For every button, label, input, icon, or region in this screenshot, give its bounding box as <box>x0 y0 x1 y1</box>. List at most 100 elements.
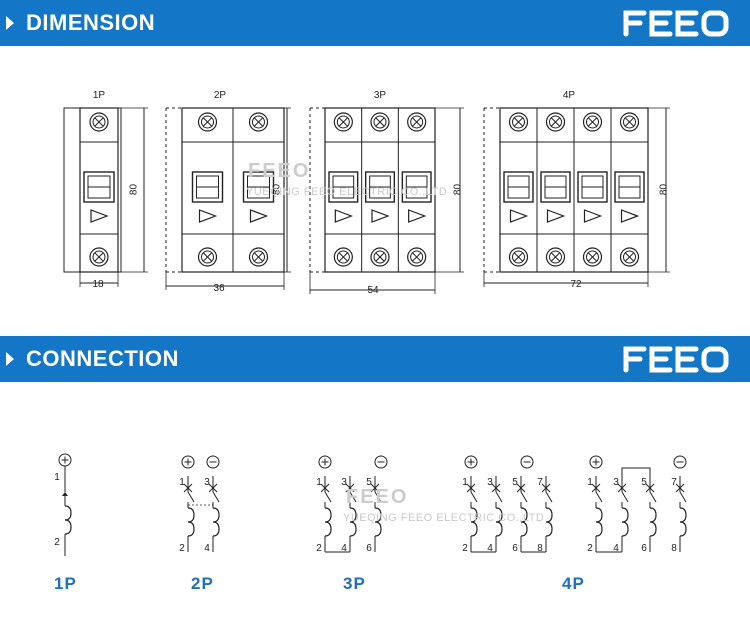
terminal-number-bottom: 8 <box>537 543 543 554</box>
minus-icon <box>206 455 220 469</box>
indicator-triangle <box>620 209 640 223</box>
trip-element <box>374 507 382 537</box>
terminal-number-top: 1 <box>179 477 185 488</box>
connection-label-2p: 2P <box>191 574 214 593</box>
contact-cross <box>345 483 355 493</box>
terminal-screw-top <box>248 112 269 132</box>
switch-lever <box>470 491 478 503</box>
watermark-logo: FEEO <box>248 160 311 182</box>
trip-element <box>545 507 553 537</box>
terminal-screw-bottom <box>333 247 353 267</box>
terminal-screw-bottom-slot2 <box>203 252 212 262</box>
switch-lever <box>187 491 195 503</box>
contact-cross <box>591 483 601 493</box>
trip-element <box>470 507 478 537</box>
breaker-body <box>79 107 119 273</box>
terminal-screw-bottom-slot2 <box>551 252 560 262</box>
pole-label-1p: 1P <box>92 90 106 101</box>
terminal-screw-bottom-inner <box>623 250 636 264</box>
indicator-triangle <box>249 209 269 223</box>
terminal-number-bottom: 4 <box>613 543 619 554</box>
connection-label-3p: 3P <box>343 574 366 593</box>
terminal-number-bottom: 4 <box>341 543 347 554</box>
terminal-number-top: 5 <box>641 477 647 488</box>
minus-icon <box>520 455 534 469</box>
terminal-screw-bottom-inner <box>586 250 599 264</box>
terminal-screw-top <box>508 112 529 132</box>
trip-element <box>495 507 503 537</box>
indicator-triangle <box>583 209 603 223</box>
series-link <box>621 467 651 476</box>
terminal-screw-bottom-slot2 <box>514 252 523 262</box>
toggle-housing <box>577 171 608 203</box>
terminal-screw-top-slot2 <box>625 117 634 127</box>
trip-element <box>595 507 603 537</box>
terminal-screw-bottom <box>197 247 218 267</box>
breaker-3p <box>309 107 464 294</box>
terminal-screw-top-slot2 <box>551 117 560 127</box>
trip-element <box>64 505 72 535</box>
terminal-number-bottom: 2 <box>179 543 185 554</box>
switch-lever <box>679 491 687 503</box>
indicator-triangle <box>509 209 529 223</box>
terminal-screw-top-slot2 <box>375 117 385 127</box>
breaker-body <box>324 107 436 273</box>
plus-icon <box>318 455 332 469</box>
terminal-screw-top-inner <box>512 115 525 129</box>
feeo-logo <box>623 10 729 37</box>
toggle-housing <box>83 171 115 203</box>
terminal-screw-bottom <box>89 247 109 267</box>
toggle-housing <box>364 171 396 203</box>
switch-lever <box>621 491 629 503</box>
terminal-screw-top <box>407 112 427 132</box>
connection-banner: CONNECTION <box>0 336 750 382</box>
plus-icon <box>589 455 603 469</box>
toggle-housing <box>401 171 432 203</box>
terminal-screw-top-inner <box>336 115 350 129</box>
terminal-screw-bottom-inner <box>512 250 525 264</box>
terminal-screw-bottom-slot2 <box>338 252 348 262</box>
breaker-1p <box>63 107 148 287</box>
height-dim-3p: 80 <box>452 183 464 196</box>
terminal-number-bottom: 4 <box>204 543 210 554</box>
switch-lever <box>520 491 528 503</box>
terminal-number-top: 3 <box>341 477 347 488</box>
terminal-screw-top-inner <box>201 115 214 129</box>
terminal-screw-top-slot2 <box>254 117 263 127</box>
terminal-screw-top <box>582 112 603 132</box>
terminal-screw-bottom <box>407 247 427 267</box>
terminal-screw-top-slot2 <box>588 117 597 127</box>
switch-lever <box>649 491 657 503</box>
terminal-number-bottom: 6 <box>366 543 372 554</box>
terminal-screw-bottom-inner <box>336 250 350 264</box>
toggle-housing <box>191 171 224 203</box>
spacer <box>350 472 375 476</box>
terminal-screw-bottom <box>545 247 566 267</box>
dimension-banner: DIMENSION <box>0 0 750 46</box>
switch-lever <box>595 491 603 503</box>
terminal-number-bottom: 6 <box>512 543 518 554</box>
indicator-triangle <box>334 209 354 223</box>
contact-cross <box>491 483 501 493</box>
terminal-screw-top <box>197 112 218 132</box>
plus-icon <box>181 455 195 469</box>
contact-cross <box>183 483 193 493</box>
toggle-housing <box>242 171 275 203</box>
indicator-triangle <box>90 209 109 223</box>
switch-lever <box>212 491 220 503</box>
trip-element <box>679 507 687 537</box>
terminal-screw-bottom-inner <box>373 250 387 264</box>
terminal-screw-top-inner <box>92 115 106 129</box>
terminal-screw-bottom <box>582 247 603 267</box>
terminal-screw-bottom-slot2 <box>588 252 597 262</box>
trip-element <box>187 507 195 537</box>
terminal-screw-bottom-slot2 <box>94 252 104 262</box>
switch-lever <box>324 491 332 503</box>
pole-label-2p: 2P <box>213 90 227 101</box>
height-dim-1p: 80 <box>128 183 140 196</box>
minus-icon <box>673 455 687 469</box>
terminal-number-bottom: 2 <box>462 543 468 554</box>
plus-icon <box>464 455 478 469</box>
watermark-company: YUEQING FEEO ELECTRIC CO.,LTD <box>343 512 545 524</box>
